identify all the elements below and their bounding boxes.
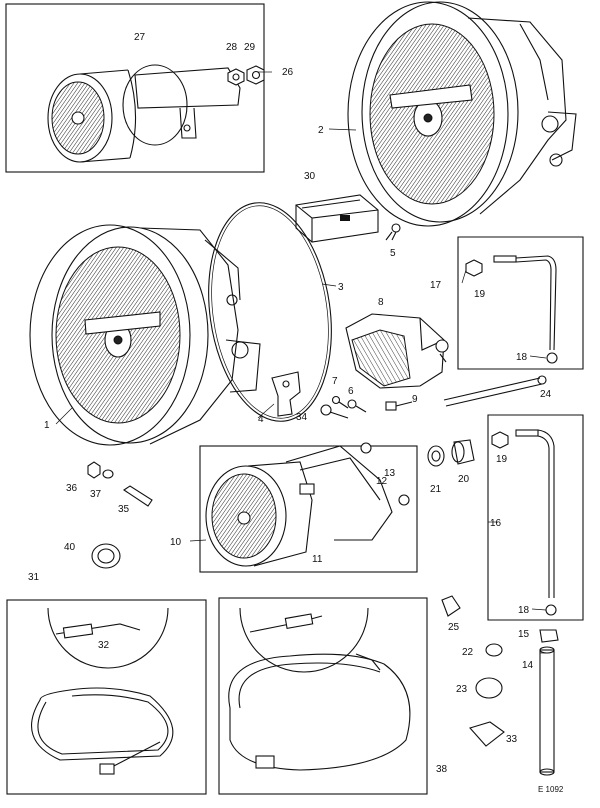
- callout-11: 11: [312, 554, 323, 565]
- callout-18a: 18: [516, 352, 528, 363]
- callout-34: 34: [296, 412, 308, 423]
- part-38-cable-inset: [228, 607, 411, 771]
- part-16-pipe-lower: [491, 429, 557, 616]
- callout-13: 13: [384, 468, 396, 479]
- callout-28: 28: [226, 42, 238, 53]
- part-27-tachometer: [47, 64, 241, 163]
- callout-25: 25: [448, 622, 460, 633]
- callout-37: 37: [90, 489, 102, 500]
- callout-8: 8: [378, 297, 384, 308]
- parts-35-36-37-40: [87, 461, 153, 569]
- parts-small-lower-right: [441, 595, 559, 776]
- callout-30: 30: [304, 171, 316, 182]
- callout-23: 23: [456, 684, 468, 695]
- inset-frames: [5, 3, 584, 795]
- callout-6: 6: [348, 386, 354, 397]
- part-5-screw: [385, 223, 401, 241]
- callout-1: 1: [44, 420, 50, 431]
- callout-33: 33: [506, 734, 518, 745]
- callout-12: 12: [376, 476, 388, 487]
- callout-18b: 18: [518, 605, 530, 616]
- callout-31: 31: [28, 572, 40, 583]
- parts-28-29-nuts: [227, 65, 265, 86]
- callout-36: 36: [66, 483, 78, 494]
- callout-3: 3: [338, 282, 344, 293]
- parts-20-21: [427, 439, 475, 467]
- part-8-indicator-unit: [345, 313, 449, 389]
- part-3-sealing-ring: [208, 202, 332, 422]
- part-4-bracket: [271, 371, 301, 417]
- part-2-speedometer: [347, 1, 577, 227]
- callout-7: 7: [332, 376, 338, 387]
- part-32-cable-inset: [31, 607, 174, 775]
- part-24-cable: [443, 375, 547, 407]
- callout-5: 5: [390, 248, 396, 259]
- figure-code: E 1092: [538, 785, 564, 794]
- screws-6-7-9-34: [320, 395, 413, 419]
- callout-27: 27: [134, 32, 146, 43]
- callout-20: 20: [458, 474, 470, 485]
- callout-9: 9: [412, 394, 418, 405]
- callout-22: 22: [462, 647, 474, 658]
- callout-10: 10: [170, 537, 182, 548]
- callout-4: 4: [258, 414, 264, 425]
- callout-19b: 19: [496, 454, 508, 465]
- callout-17: 17: [430, 280, 442, 291]
- callout-labels: 27 28 29 26 2 30 5 3 17 19 8 18 7 6 9 24…: [28, 32, 564, 794]
- callout-2: 2: [318, 125, 324, 136]
- callout-14: 14: [522, 660, 534, 671]
- callout-29: 29: [244, 42, 256, 53]
- leader-lines: [55, 71, 548, 654]
- callout-24: 24: [540, 389, 552, 400]
- part-17-19-pipe-upper: [465, 255, 558, 364]
- callout-21: 21: [430, 484, 442, 495]
- callout-19a: 19: [474, 289, 486, 300]
- callout-32: 32: [98, 640, 110, 651]
- callout-15: 15: [518, 629, 530, 640]
- callout-38: 38: [436, 764, 448, 775]
- part-1-speedometer: [29, 224, 261, 446]
- part-10-11-tachometer: [205, 442, 410, 567]
- callout-35: 35: [118, 504, 130, 515]
- callout-16: 16: [490, 518, 502, 529]
- callout-40: 40: [64, 542, 76, 553]
- part-30-warning-block: [295, 194, 379, 243]
- callout-26: 26: [282, 67, 294, 78]
